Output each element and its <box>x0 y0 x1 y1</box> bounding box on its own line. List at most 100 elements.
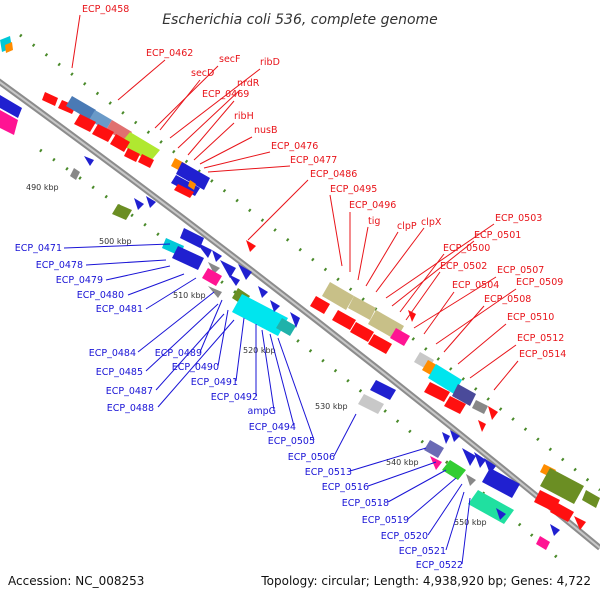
gene-label: ECP_0486 <box>310 169 357 180</box>
gene-label: ECP_0521 <box>399 546 446 557</box>
gene-label: tig <box>368 216 380 227</box>
gene-label: ribH <box>234 111 254 122</box>
genome-title: Escherichia coli 536, complete genome <box>162 12 438 28</box>
gene-label: ECP_0509 <box>516 277 563 288</box>
gene-label: ECP_0495 <box>330 184 377 195</box>
gene-leader-line <box>413 276 497 329</box>
gene-leader-line <box>435 288 517 345</box>
scale-label: 540 kbp <box>386 458 419 467</box>
gene-label: clpX <box>421 217 442 228</box>
gene-leader-line <box>169 68 261 139</box>
gene-leader-line <box>375 227 425 293</box>
forward-gene-leaders: ECP_0458ECP_0462secFsecDribDnrdRECP_0469… <box>71 4 566 391</box>
gene-label: ECP_0492 <box>211 392 258 403</box>
gene-leader-line <box>461 497 471 565</box>
gene-label: ECP_0512 <box>517 333 564 344</box>
gene-leader-line <box>199 299 223 353</box>
gene-label: ECP_0477 <box>290 155 337 166</box>
scale-label: 490 kbp <box>26 183 59 192</box>
gene-leader-line <box>159 79 201 131</box>
gene-leader-line <box>261 329 275 411</box>
gene-leader-line <box>155 313 225 391</box>
gene-leader-line <box>367 461 437 487</box>
gene-leader-line <box>177 89 241 149</box>
gene-leader-line <box>145 277 197 310</box>
gene-label: ECP_0491 <box>191 377 238 388</box>
gene-leader-line <box>385 223 495 299</box>
gene-label: ECP_0478 <box>36 260 83 271</box>
gene-leader-line <box>329 194 343 267</box>
gene-leader-line <box>423 291 455 335</box>
gene-label: ECP_0503 <box>495 213 542 224</box>
gene-label: ECP_0481 <box>96 304 143 315</box>
gene-label: ECP_0502 <box>440 261 487 272</box>
scale-label: 520 kbp <box>243 346 276 355</box>
gene-leader-line <box>333 413 357 457</box>
gene-leader-line <box>217 309 229 367</box>
gene-label: ECP_0500 <box>443 243 490 254</box>
gene-leader-line <box>407 477 457 520</box>
gene-leader-line <box>203 151 271 169</box>
gene-label: ECP_0458 <box>82 4 129 15</box>
gene-leader-line <box>187 100 235 156</box>
gene-label: ECP_0489 <box>155 348 202 359</box>
gene-label: ECP_0506 <box>288 452 335 463</box>
gene-label: ECP_0518 <box>342 498 389 509</box>
gene-leader-line <box>85 259 167 266</box>
gene-leader-line <box>391 240 475 307</box>
feature-blocks <box>0 36 600 550</box>
gene-label: ECP_0519 <box>362 515 409 526</box>
gene-leader-line <box>443 305 485 353</box>
gene-leader-line <box>357 226 369 281</box>
gene-leader-line <box>399 253 445 313</box>
gene-leader-line <box>193 122 235 161</box>
gene-leader-line <box>105 265 171 281</box>
gene-label: ECP_0494 <box>249 422 296 433</box>
gene-leader-line <box>63 243 171 249</box>
gene-leader-line <box>365 231 399 287</box>
gene-label: ECP_0487 <box>106 386 153 397</box>
gene-label: ECP_0490 <box>172 362 219 373</box>
topology-label: Topology: circular; Length: 4,938,920 bp… <box>260 574 591 588</box>
gene-label: ECP_0520 <box>381 531 428 542</box>
gene-label: ECP_0514 <box>519 349 566 360</box>
scale-label: 500 kbp <box>99 237 132 246</box>
gene-label: ECP_0488 <box>107 403 154 414</box>
gene-leader-line <box>349 447 427 472</box>
accession-label: Accession: NC_008253 <box>8 574 144 588</box>
gene-leader-line <box>117 59 166 101</box>
gene-leader-line <box>137 291 215 353</box>
scale-label: 550 kbp <box>454 518 487 527</box>
gene-leader-line <box>145 303 219 372</box>
gene-label: ECP_0513 <box>305 467 352 478</box>
gene-leader-line <box>405 271 441 321</box>
gene-label: ampG <box>248 406 276 417</box>
gene-label: ECP_0501 <box>474 230 521 241</box>
scale-label: 510 kbp <box>173 291 206 300</box>
gene-leader-line <box>277 337 315 441</box>
gene-label: ECP_0507 <box>497 265 544 276</box>
gene-label: nusB <box>254 125 278 136</box>
gene-label: ECP_0508 <box>484 294 531 305</box>
gene-leader-line <box>199 136 253 165</box>
gene-leader-line <box>469 344 517 379</box>
gene-leader-line <box>457 323 507 365</box>
gene-leader-line <box>127 273 185 296</box>
gene-leader-line <box>71 14 81 69</box>
gene-label: ECP_0480 <box>77 290 124 301</box>
gene-label: ECP_0510 <box>507 312 554 323</box>
gene-leader-line <box>207 165 291 173</box>
gene-label: clpP <box>397 221 417 232</box>
gene-label: ECP_0522 <box>416 560 463 571</box>
gene-label: secF <box>219 54 240 65</box>
gene-label: ECP_0469 <box>202 89 249 100</box>
gene-label: ECP_0479 <box>56 275 103 286</box>
gene-label: nrdR <box>237 78 260 89</box>
gene-label: ECP_0516 <box>322 482 369 493</box>
gene-label: ECP_0504 <box>452 280 499 291</box>
gene-label: ECP_0496 <box>349 200 396 211</box>
gene-leader-line <box>269 333 295 427</box>
genome-backbone <box>0 78 600 551</box>
scale-label: 530 kbp <box>315 402 348 411</box>
